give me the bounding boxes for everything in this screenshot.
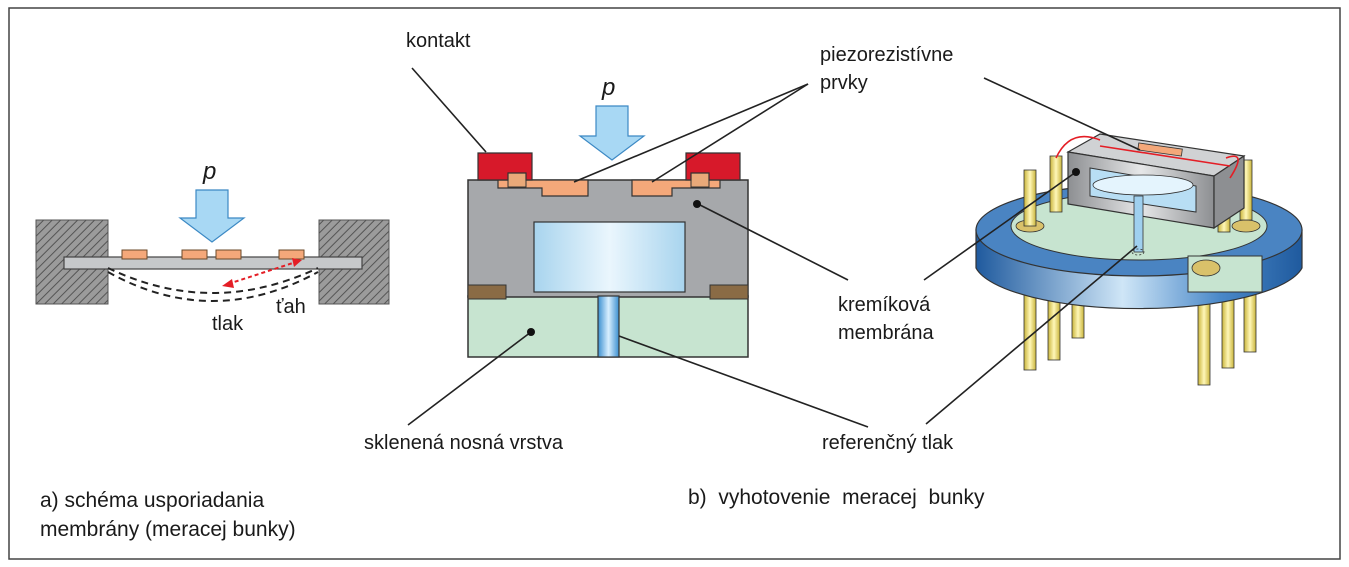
contact-pad-left [507, 172, 527, 188]
pressure-symbol-a: p [203, 158, 217, 185]
leader-reference-3d [925, 245, 1138, 425]
leader-glass [407, 331, 532, 426]
diagram-b-cross-section [407, 67, 869, 428]
tension-arrow-red [227, 261, 297, 285]
strain-gauge-3 [215, 249, 242, 260]
diagram-b-3d-package [923, 77, 1303, 425]
pressure-arrow-a [178, 189, 246, 243]
leader-piezo-3d [983, 77, 1141, 151]
contact-red-left [477, 152, 533, 181]
deflection-curve-lower [107, 271, 319, 302]
silicon-membrane-label-line1: kremíková [838, 294, 931, 316]
glass-layer-label: sklenená nosná vrstva [364, 432, 564, 454]
bond-wire-2 [1225, 155, 1239, 179]
diagram-a-membrane-schematic [35, 189, 390, 305]
caption-a-line1: a) schéma usporiadania [40, 489, 265, 512]
compression-label: tlak [212, 313, 244, 335]
reference-pressure-label: referenčný tlak [822, 432, 954, 454]
strain-gauge-4 [278, 249, 305, 260]
pin-top-1 [1023, 169, 1037, 227]
chip-side-face [1213, 154, 1245, 230]
chip-membrane-surface [1092, 174, 1194, 196]
contact-pad-right [690, 172, 710, 188]
leader-contact [411, 67, 487, 153]
tension-label: ťah [276, 296, 306, 318]
leader-piezo-left [573, 83, 809, 183]
marker-silicon [693, 200, 701, 208]
leader-reference-b [618, 335, 869, 428]
base-cutaway-gold [1191, 259, 1221, 277]
chip-piezo-strip [1137, 142, 1183, 157]
figure-frame [8, 7, 1341, 560]
piezo-label-line1: piezorezistívne [820, 44, 954, 66]
caption-a-line2: membrány (meracej bunky) [40, 518, 296, 541]
solder-right [709, 284, 749, 300]
marker-silicon-3d [1072, 168, 1080, 176]
pressure-symbol-b: p [602, 74, 616, 101]
contact-red-right [685, 152, 741, 181]
tension-arrowhead-right [292, 258, 302, 267]
silicon-membrane-label-line2: membrána [838, 322, 934, 344]
marker-glass [527, 328, 535, 336]
solder-left [467, 284, 507, 300]
tension-arrowhead-left [222, 279, 234, 288]
pressure-arrow-b [578, 105, 646, 161]
leader-silicon-3d [923, 171, 1077, 281]
strain-gauge-1 [121, 249, 148, 260]
reference-tube-end [1131, 248, 1145, 256]
bond-wire-1 [1055, 135, 1101, 159]
leader-silicon-membrane [699, 204, 849, 281]
strain-gauge-2 [181, 249, 208, 260]
caption-b: b) vyhotovenie meracej bunky [688, 486, 985, 509]
reference-pressure-channel [597, 295, 620, 358]
pressure-cavity [533, 221, 686, 293]
pin-socket-2 [1231, 219, 1261, 233]
reference-tube [1133, 195, 1144, 253]
leader-piezo-right [651, 83, 809, 183]
pin-bottom-6 [1243, 289, 1257, 353]
pin-bottom-1 [1023, 289, 1037, 371]
bond-trace [1099, 145, 1231, 167]
pin-top-2 [1049, 155, 1063, 213]
contact-label: kontakt [406, 30, 471, 52]
deflection-curve-upper [107, 267, 319, 294]
membrane-plate [63, 256, 363, 270]
piezo-label-line2: prvky [820, 72, 868, 94]
